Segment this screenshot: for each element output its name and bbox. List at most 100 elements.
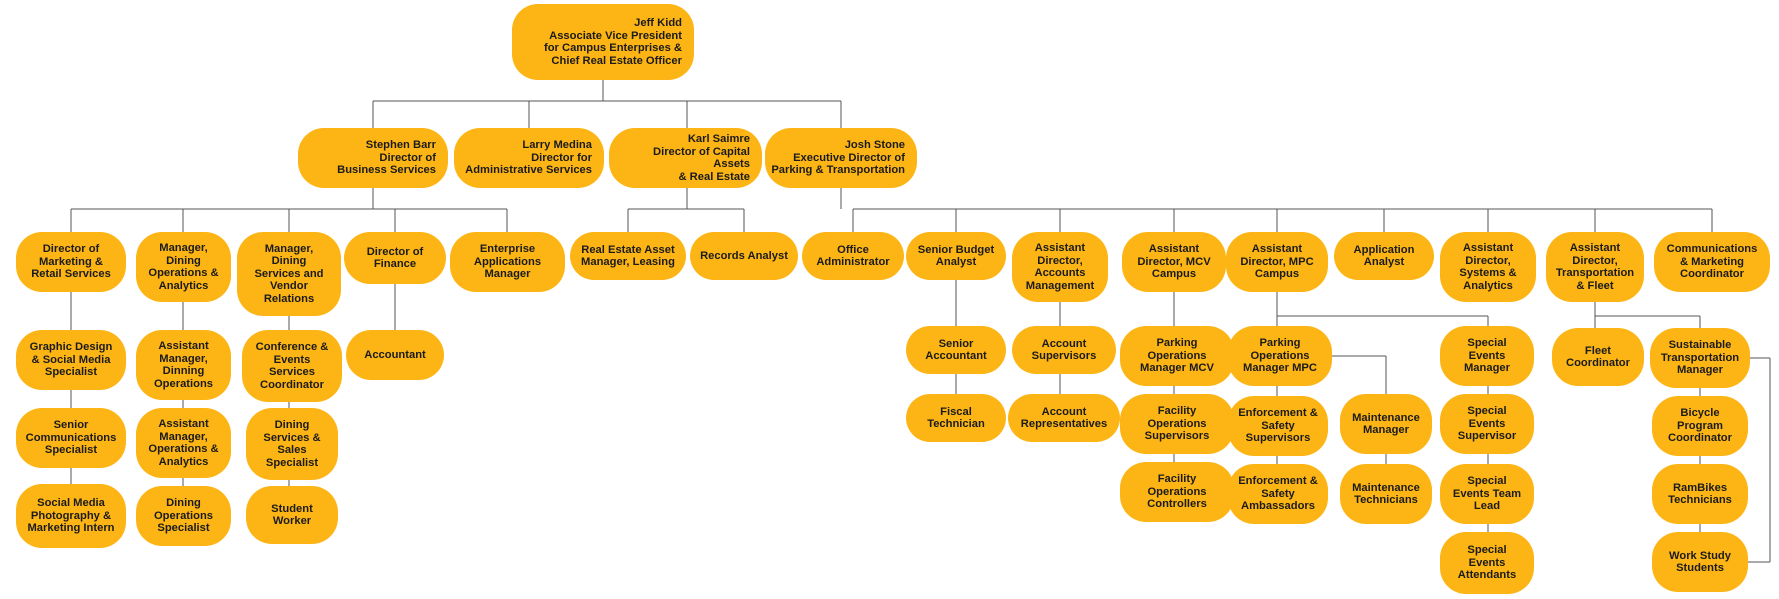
- node-ess: Enforcement & Safety Supervisors: [1228, 396, 1328, 456]
- node-label: Assistant Director, Systems & Analytics: [1459, 242, 1517, 292]
- node-label: Dining Services & Sales Specialist: [263, 419, 321, 469]
- node-label: Account Representatives: [1020, 405, 1108, 431]
- node-dos: Dining Operations Specialist: [136, 486, 231, 546]
- node-label: Josh Stone Executive Director of Parking…: [771, 139, 905, 177]
- node-mt: Maintenance Technicians: [1340, 464, 1432, 524]
- node-mdoa: Manager, Dining Operations & Analytics: [136, 232, 231, 302]
- node-gdsm: Graphic Design & Social Media Specialist: [16, 330, 126, 390]
- node-dsss: Dining Services & Sales Specialist: [246, 408, 338, 480]
- node-label: Manager, Dining Operations & Analytics: [148, 242, 219, 292]
- node-cmc: Communications & Marketing Coordinator: [1654, 232, 1770, 292]
- node-label: Office Administrator: [816, 243, 890, 269]
- node-label: Fleet Coordinator: [1565, 344, 1630, 370]
- node-pommcv: Parking Operations Manager MCV: [1120, 326, 1234, 386]
- node-label: Larry Medina Director for Administrative…: [465, 139, 592, 177]
- node-mm: Maintenance Manager: [1340, 394, 1432, 454]
- node-label: Enterprise Applications Manager: [473, 243, 542, 281]
- node-label: Senior Communications Specialist: [25, 419, 117, 457]
- node-sea: Special Events Attendants: [1440, 532, 1534, 594]
- node-label: Account Supervisors: [1031, 337, 1097, 363]
- node-accrep: Account Representatives: [1008, 394, 1120, 442]
- node-smpmi: Social Media Photography & Marketing Int…: [16, 484, 126, 548]
- node-label: Jeff Kidd Associate Vice President for C…: [543, 17, 682, 67]
- node-foc: Facility Operations Controllers: [1120, 462, 1234, 522]
- node-eam: Enterprise Applications Manager: [450, 232, 565, 292]
- node-reaml: Real Estate Asset Manager, Leasing: [570, 232, 686, 280]
- node-label: Special Events Supervisor: [1457, 405, 1517, 443]
- node-label: Social Media Photography & Marketing Int…: [27, 497, 115, 535]
- node-dfin: Director of Finance: [344, 232, 446, 284]
- node-larry: Larry Medina Director for Administrative…: [454, 128, 604, 188]
- node-offadm: Office Administrator: [802, 232, 904, 280]
- node-amoa: Assistant Manager, Operations & Analytic…: [136, 408, 231, 478]
- node-acct: Accountant: [346, 330, 444, 380]
- node-adtf: Assistant Director, Transportation & Fle…: [1546, 232, 1644, 302]
- node-label: Manager, Dining Services and Vendor Rela…: [254, 242, 324, 305]
- node-label: Special Events Attendants: [1457, 544, 1517, 582]
- node-label: Assistant Director, MPC Campus: [1240, 243, 1314, 281]
- node-label: Communications & Marketing Coordinator: [1666, 243, 1758, 281]
- node-wss: Work Study Students: [1652, 532, 1748, 592]
- node-label: Bicycle Program Coordinator: [1667, 407, 1732, 445]
- node-label: Assistant Manager, Operations & Analytic…: [148, 418, 219, 468]
- node-fc: Fleet Coordinator: [1552, 328, 1644, 386]
- node-label: Conference & Events Services Coordinator: [255, 341, 329, 391]
- node-label: Maintenance Technicians: [1352, 481, 1420, 507]
- node-label: Real Estate Asset Manager, Leasing: [581, 243, 675, 269]
- node-adsa: Assistant Director, Systems & Analytics: [1440, 232, 1536, 302]
- node-esa: Enforcement & Safety Ambassadors: [1228, 464, 1328, 524]
- node-fos: Facility Operations Supervisors: [1120, 394, 1234, 454]
- node-ses: Special Events Supervisor: [1440, 394, 1534, 454]
- node-scs: Senior Communications Specialist: [16, 408, 126, 468]
- node-stm: Sustainable Transportation Manager: [1650, 328, 1750, 388]
- node-label: Fiscal Technician: [927, 405, 985, 431]
- node-bpc: Bicycle Program Coordinator: [1652, 396, 1748, 456]
- node-label: Assistant Director, MCV Campus: [1137, 243, 1211, 281]
- node-label: Assistant Director, Accounts Management: [1025, 242, 1095, 292]
- node-label: Graphic Design & Social Media Specialist: [29, 341, 113, 379]
- node-cesc: Conference & Events Services Coordinator: [242, 330, 342, 402]
- node-sacct: Senior Accountant: [906, 326, 1006, 374]
- node-mdsvr: Manager, Dining Services and Vendor Rela…: [237, 232, 341, 316]
- node-amdo: Assistant Manager, Dinning Operations: [136, 330, 231, 400]
- node-admcv: Assistant Director, MCV Campus: [1122, 232, 1226, 292]
- node-label: Assistant Manager, Dinning Operations: [153, 340, 214, 390]
- node-label: Accountant: [364, 348, 426, 361]
- node-label: Sustainable Transportation Manager: [1660, 339, 1740, 377]
- node-recana: Records Analyst: [690, 232, 798, 280]
- node-label: Stephen Barr Director of Business Servic…: [337, 139, 436, 177]
- node-rbt: RamBikes Technicians: [1652, 464, 1748, 524]
- node-fiscal: Fiscal Technician: [906, 394, 1006, 442]
- node-setl: Special Events Team Lead: [1440, 464, 1534, 524]
- node-label: Dining Operations Specialist: [153, 497, 214, 535]
- node-label: Director of Finance: [366, 245, 424, 271]
- node-label: Enforcement & Safety Supervisors: [1238, 407, 1318, 445]
- node-label: RamBikes Technicians: [1668, 481, 1732, 507]
- node-sem: Special Events Manager: [1440, 326, 1534, 386]
- node-sw: Student Worker: [246, 486, 338, 544]
- node-label: Special Events Manager: [1463, 337, 1510, 375]
- node-label: Work Study Students: [1669, 549, 1731, 575]
- node-jeff: Jeff Kidd Associate Vice President for C…: [512, 4, 694, 80]
- node-accsup: Account Supervisors: [1012, 326, 1116, 374]
- node-label: Facility Operations Supervisors: [1144, 405, 1210, 443]
- node-appana: Application Analyst: [1334, 232, 1434, 280]
- node-label: Parking Operations Manager MPC: [1243, 337, 1317, 375]
- node-label: Special Events Team Lead: [1452, 475, 1522, 513]
- node-sba: Senior Budget Analyst: [906, 232, 1006, 280]
- node-label: Director of Marketing & Retail Services: [31, 243, 111, 281]
- node-stephen: Stephen Barr Director of Business Servic…: [298, 128, 448, 188]
- node-label: Parking Operations Manager MCV: [1140, 337, 1214, 375]
- node-label: Facility Operations Controllers: [1147, 473, 1207, 511]
- node-label: Senior Budget Analyst: [917, 243, 995, 269]
- node-label: Karl Saimre Director of Capital Assets &…: [653, 133, 750, 183]
- node-label: Assistant Director, Transportation & Fle…: [1555, 242, 1635, 292]
- node-karl: Karl Saimre Director of Capital Assets &…: [609, 128, 762, 188]
- node-josh: Josh Stone Executive Director of Parking…: [765, 128, 917, 188]
- node-label: Maintenance Manager: [1352, 411, 1420, 437]
- node-label: Enforcement & Safety Ambassadors: [1238, 475, 1318, 513]
- node-pommpc: Parking Operations Manager MPC: [1228, 326, 1332, 386]
- node-label: Senior Accountant: [925, 337, 987, 363]
